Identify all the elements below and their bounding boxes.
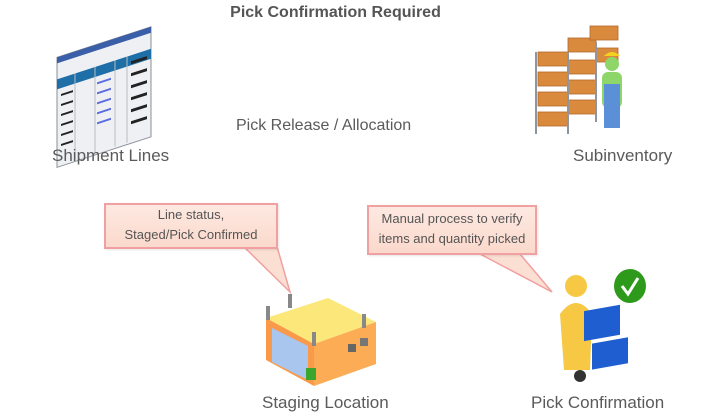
warehouse-shelves-worker-icon	[535, 25, 622, 134]
callout-line: items and quantity picked	[378, 231, 526, 246]
callout-line: Line status,	[157, 207, 225, 222]
subinventory-label: Subinventory	[573, 146, 673, 165]
callout-line: Staged/Pick Confirmed	[124, 227, 258, 242]
shipment-lines-label: Shipment Lines	[52, 146, 170, 165]
staging-location-label: Staging Location	[262, 393, 389, 412]
callout-line: Manual process to verify	[381, 211, 523, 226]
spreadsheet-window-icon	[56, 26, 152, 169]
warehouse-building-icon	[266, 294, 376, 386]
page-title: Pick Confirmation Required	[230, 4, 441, 21]
manual-process-callout: Manual process to verify items and quant…	[367, 205, 537, 255]
pick-confirmation-label: Pick Confirmation	[531, 393, 665, 412]
pick-release-label: Pick Release / Allocation	[236, 117, 412, 134]
worker-handtruck-checkmark-icon	[560, 269, 646, 382]
line-status-callout: Line status, Staged/Pick Confirmed	[104, 203, 278, 249]
